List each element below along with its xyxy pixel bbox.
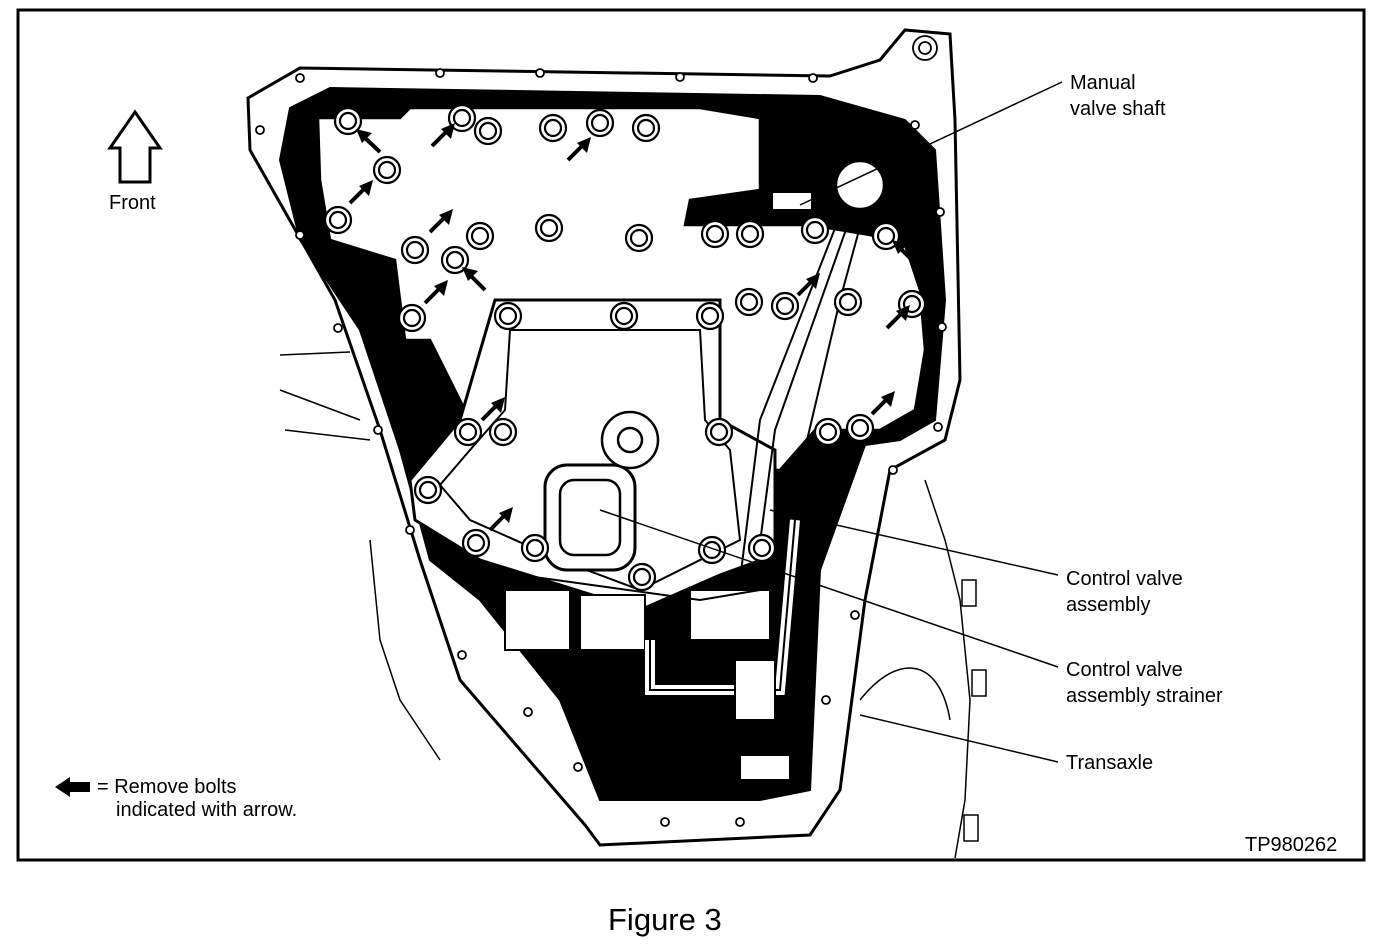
front-arrow-icon xyxy=(107,109,163,184)
label-strainer-2: assembly strainer xyxy=(1066,685,1223,707)
strainer-inner xyxy=(558,478,622,557)
transaxle-outline xyxy=(279,351,987,859)
legend-arrow-icon xyxy=(55,777,90,797)
label-manual-valve-shaft-1: Manual xyxy=(1070,72,1136,94)
front-label: Front xyxy=(109,192,156,214)
figure-caption: Figure 3 xyxy=(608,902,722,937)
removal-arrows xyxy=(348,123,917,532)
label-manual-valve-shaft-2: valve shaft xyxy=(1070,98,1166,120)
label-control-valve-assembly-1: Control valve xyxy=(1066,568,1183,590)
figure-code: TP980262 xyxy=(1245,834,1338,856)
control-valve-body-upper xyxy=(316,106,927,472)
manual-valve-shaft xyxy=(834,159,886,211)
flange-holes xyxy=(255,35,947,827)
legend-line-2: indicated with arrow. xyxy=(116,799,298,821)
label-strainer-1: Control valve xyxy=(1066,659,1183,681)
figure-frame xyxy=(16,8,1366,862)
label-control-valve-assembly-2: assembly xyxy=(1066,594,1151,616)
legend-line-1: = Remove bolts xyxy=(97,776,237,798)
label-transaxle: Transaxle xyxy=(1066,752,1154,774)
control-valve-cover xyxy=(408,298,777,612)
valve-body-bolts xyxy=(323,103,927,592)
leader-lines xyxy=(599,81,1063,763)
